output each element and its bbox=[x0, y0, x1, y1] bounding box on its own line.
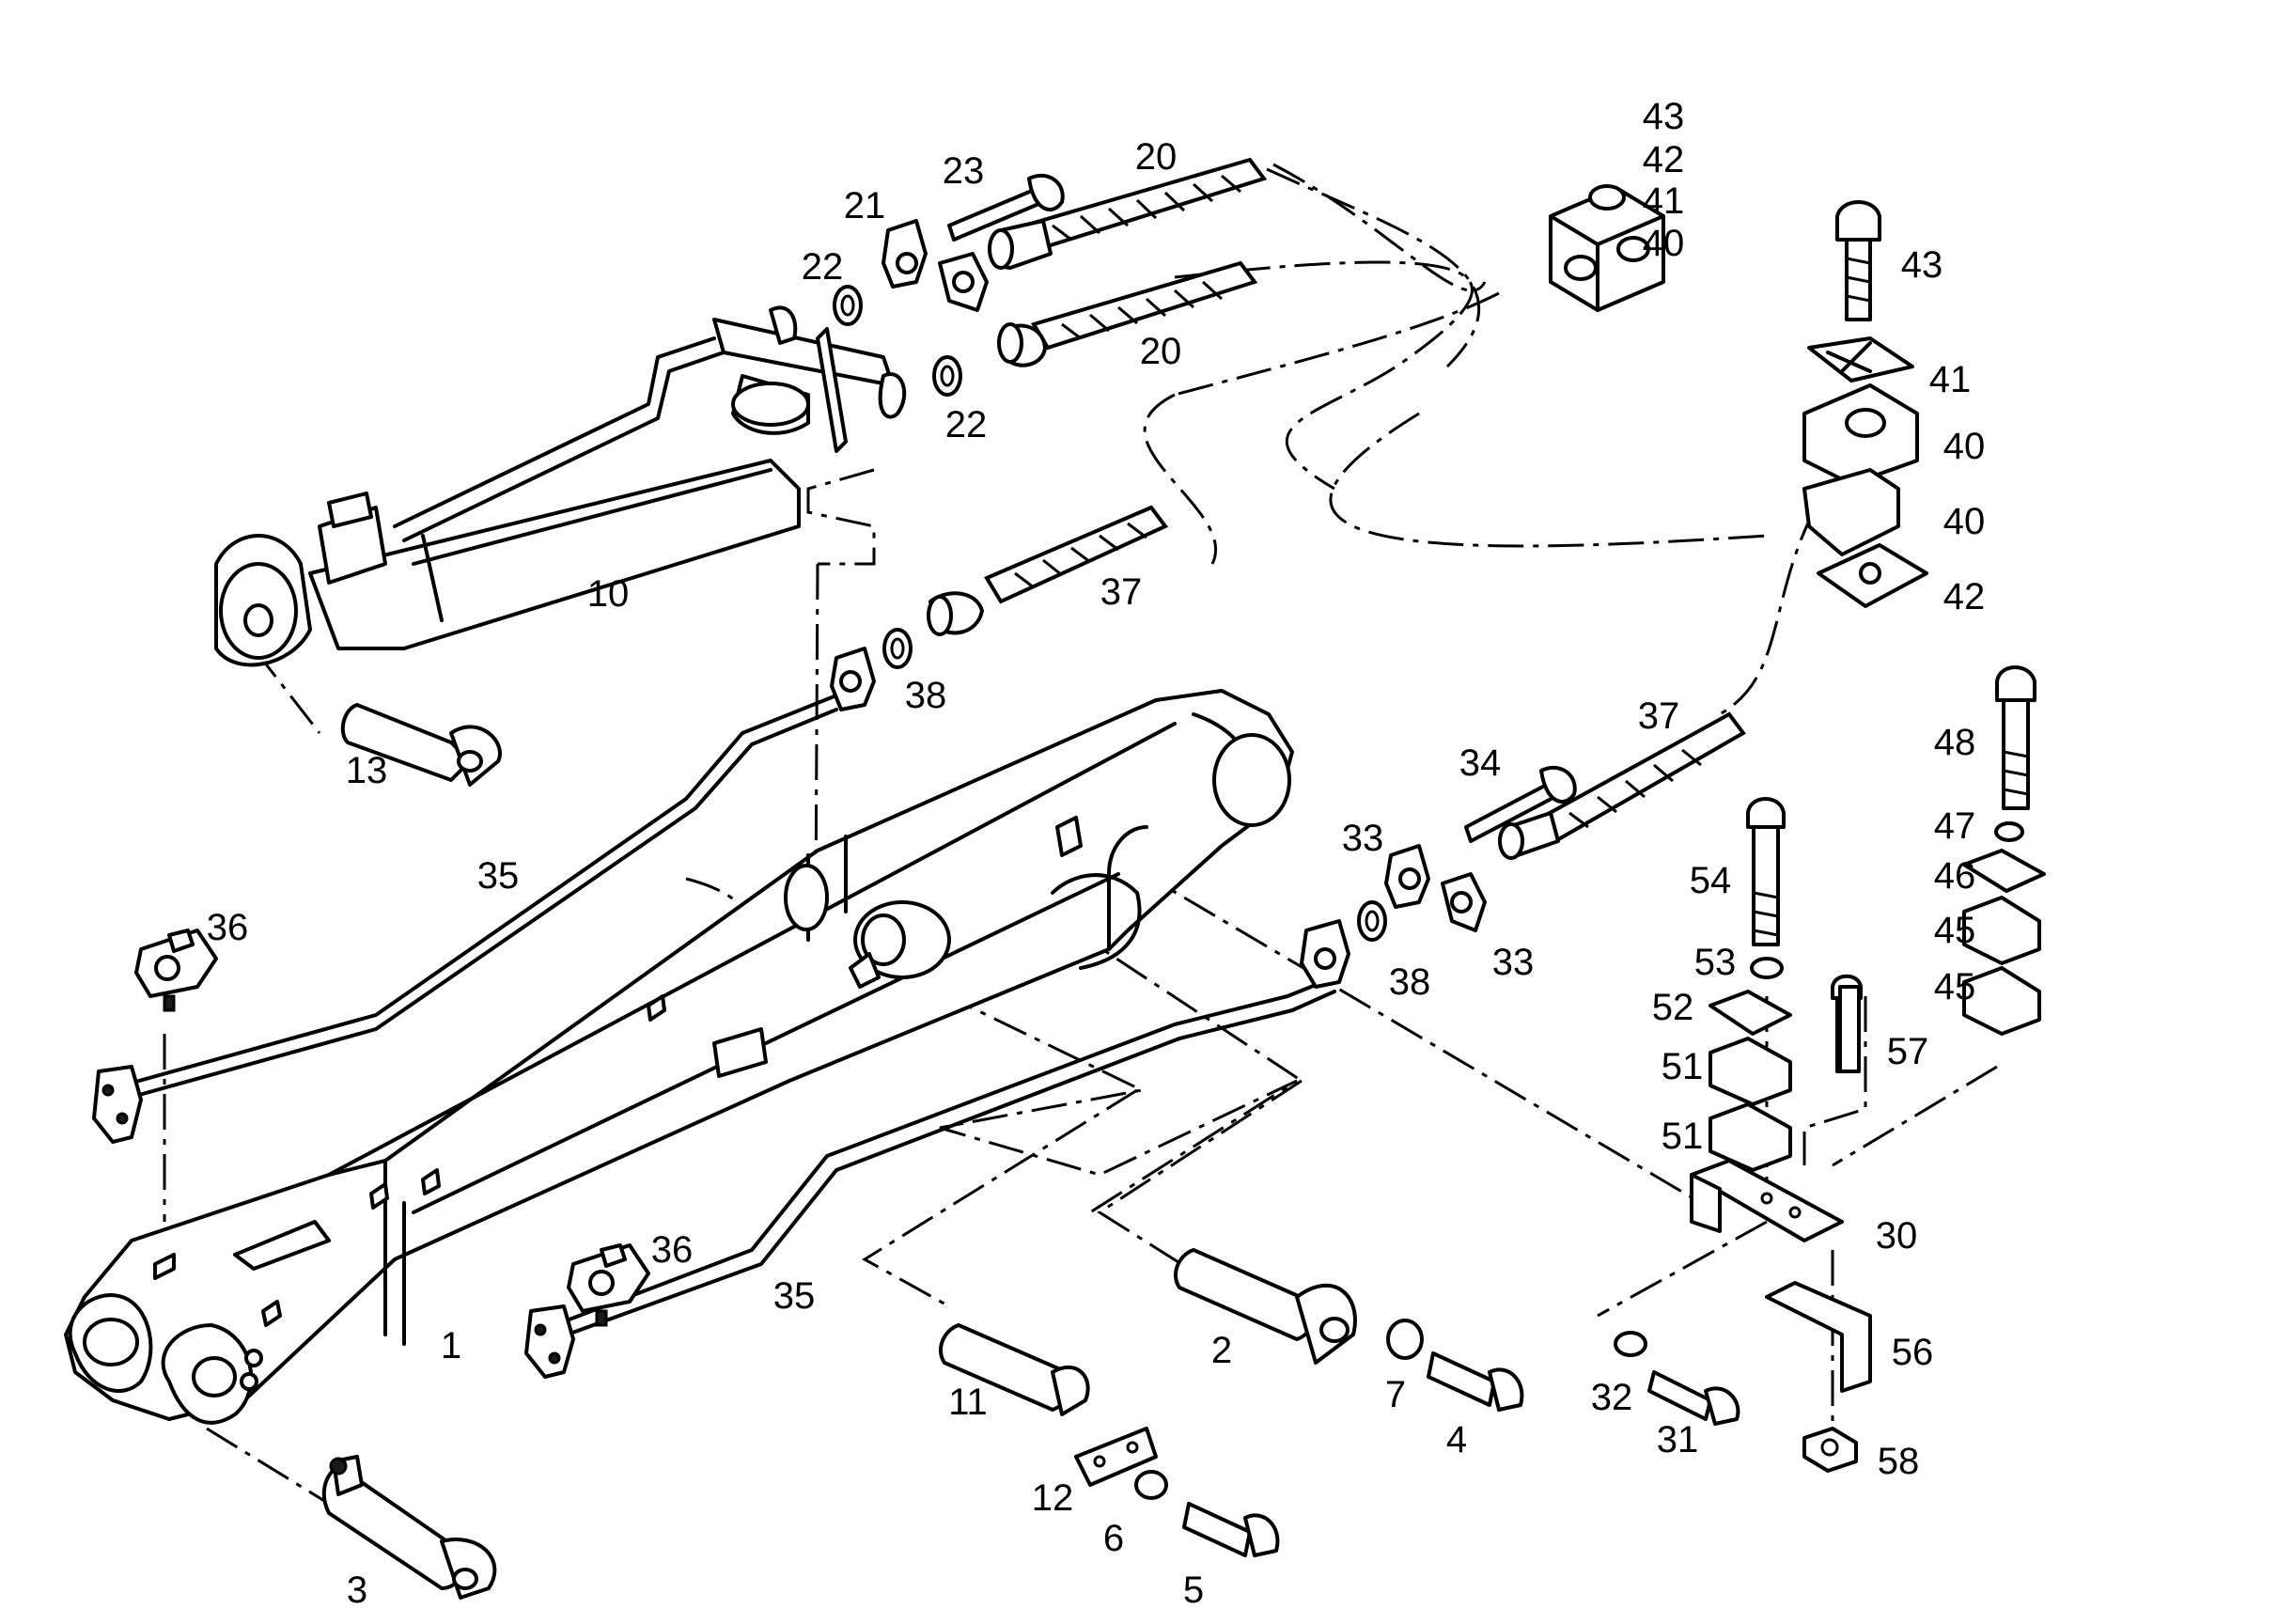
callout-38b: 38 bbox=[1389, 961, 1431, 1003]
callout-40b: 40 bbox=[1943, 426, 1986, 467]
callout-labels: 43 42 41 40 23 20 21 22 20 22 43 41 40 4… bbox=[207, 96, 1986, 1611]
callout-20b: 20 bbox=[1140, 331, 1182, 372]
callout-22b: 22 bbox=[945, 404, 988, 445]
callout-57: 57 bbox=[1887, 1031, 1929, 1072]
hose-clamp-assembly bbox=[1549, 184, 1928, 608]
callout-13: 13 bbox=[346, 750, 388, 791]
callout-58: 58 bbox=[1878, 1441, 1920, 1482]
callout-33b: 33 bbox=[1492, 942, 1535, 983]
callout-40a: 40 bbox=[1643, 223, 1685, 264]
callout-54: 54 bbox=[1690, 860, 1732, 901]
bracket-30 bbox=[1690, 1159, 1844, 1242]
hoses bbox=[927, 157, 1746, 860]
callout-53: 53 bbox=[1694, 942, 1737, 983]
callout-30: 30 bbox=[1876, 1215, 1918, 1257]
callout-43a: 43 bbox=[1643, 96, 1685, 137]
callout-23: 23 bbox=[943, 150, 985, 192]
callout-21: 21 bbox=[844, 185, 886, 226]
callout-46: 46 bbox=[1934, 855, 1976, 897]
callout-4: 4 bbox=[1446, 1419, 1467, 1460]
callout-35b: 35 bbox=[773, 1275, 816, 1317]
pin-13 bbox=[340, 703, 502, 787]
callout-33a: 33 bbox=[1342, 818, 1384, 859]
callout-34: 34 bbox=[1459, 742, 1502, 784]
callout-42a: 42 bbox=[1643, 139, 1685, 180]
callout-3: 3 bbox=[347, 1569, 367, 1611]
callout-35a: 35 bbox=[477, 855, 520, 897]
callout-47: 47 bbox=[1934, 805, 1976, 847]
callout-2: 2 bbox=[1211, 1330, 1232, 1371]
small-hardware bbox=[1074, 985, 1861, 1557]
assembly-lines bbox=[163, 163, 1998, 1506]
callout-38a: 38 bbox=[905, 675, 947, 716]
callout-45a: 45 bbox=[1934, 910, 1976, 951]
callout-37b: 37 bbox=[1638, 695, 1680, 737]
hydraulic-cylinder bbox=[214, 305, 907, 667]
callout-36a: 36 bbox=[207, 907, 249, 948]
callout-12: 12 bbox=[1032, 1477, 1074, 1519]
callout-1: 1 bbox=[441, 1325, 461, 1366]
hydraulic-pipes bbox=[92, 694, 1336, 1379]
callout-20a: 20 bbox=[1135, 136, 1178, 178]
callout-45b: 45 bbox=[1934, 966, 1976, 1007]
fittings bbox=[830, 173, 1577, 989]
callout-52: 52 bbox=[1652, 987, 1694, 1028]
callout-37a: 37 bbox=[1100, 571, 1143, 613]
callout-51b: 51 bbox=[1662, 1116, 1704, 1157]
callout-32: 32 bbox=[1591, 1377, 1633, 1418]
callout-31: 31 bbox=[1657, 1419, 1699, 1460]
clamp-36-a bbox=[134, 929, 218, 1012]
callout-40c: 40 bbox=[1943, 501, 1986, 542]
callout-36b: 36 bbox=[651, 1229, 694, 1271]
callout-5: 5 bbox=[1183, 1569, 1204, 1611]
clamp-36-b bbox=[567, 1243, 650, 1327]
callout-48: 48 bbox=[1934, 722, 1976, 763]
callout-22a: 22 bbox=[802, 246, 844, 288]
callout-51a: 51 bbox=[1662, 1046, 1704, 1087]
callout-41a: 41 bbox=[1643, 180, 1685, 222]
callout-11: 11 bbox=[948, 1382, 988, 1423]
callout-43b: 43 bbox=[1901, 244, 1943, 286]
callout-6: 6 bbox=[1103, 1518, 1124, 1559]
bracket-56 bbox=[1765, 1281, 1872, 1393]
pin-11 bbox=[939, 1323, 1090, 1416]
callout-41b: 41 bbox=[1929, 359, 1972, 400]
pin-2 bbox=[1174, 1248, 1357, 1365]
clamp-stack-45-48 bbox=[1962, 665, 2046, 1036]
main-boom bbox=[64, 689, 1294, 1425]
callout-56: 56 bbox=[1892, 1332, 1934, 1373]
callout-7: 7 bbox=[1385, 1374, 1406, 1415]
callout-42b: 42 bbox=[1943, 576, 1986, 617]
pin-3 bbox=[321, 1455, 497, 1600]
nut-58 bbox=[1802, 1427, 1858, 1473]
clamp-stack-51-54 bbox=[1708, 797, 1863, 1172]
callout-10: 10 bbox=[587, 573, 630, 615]
